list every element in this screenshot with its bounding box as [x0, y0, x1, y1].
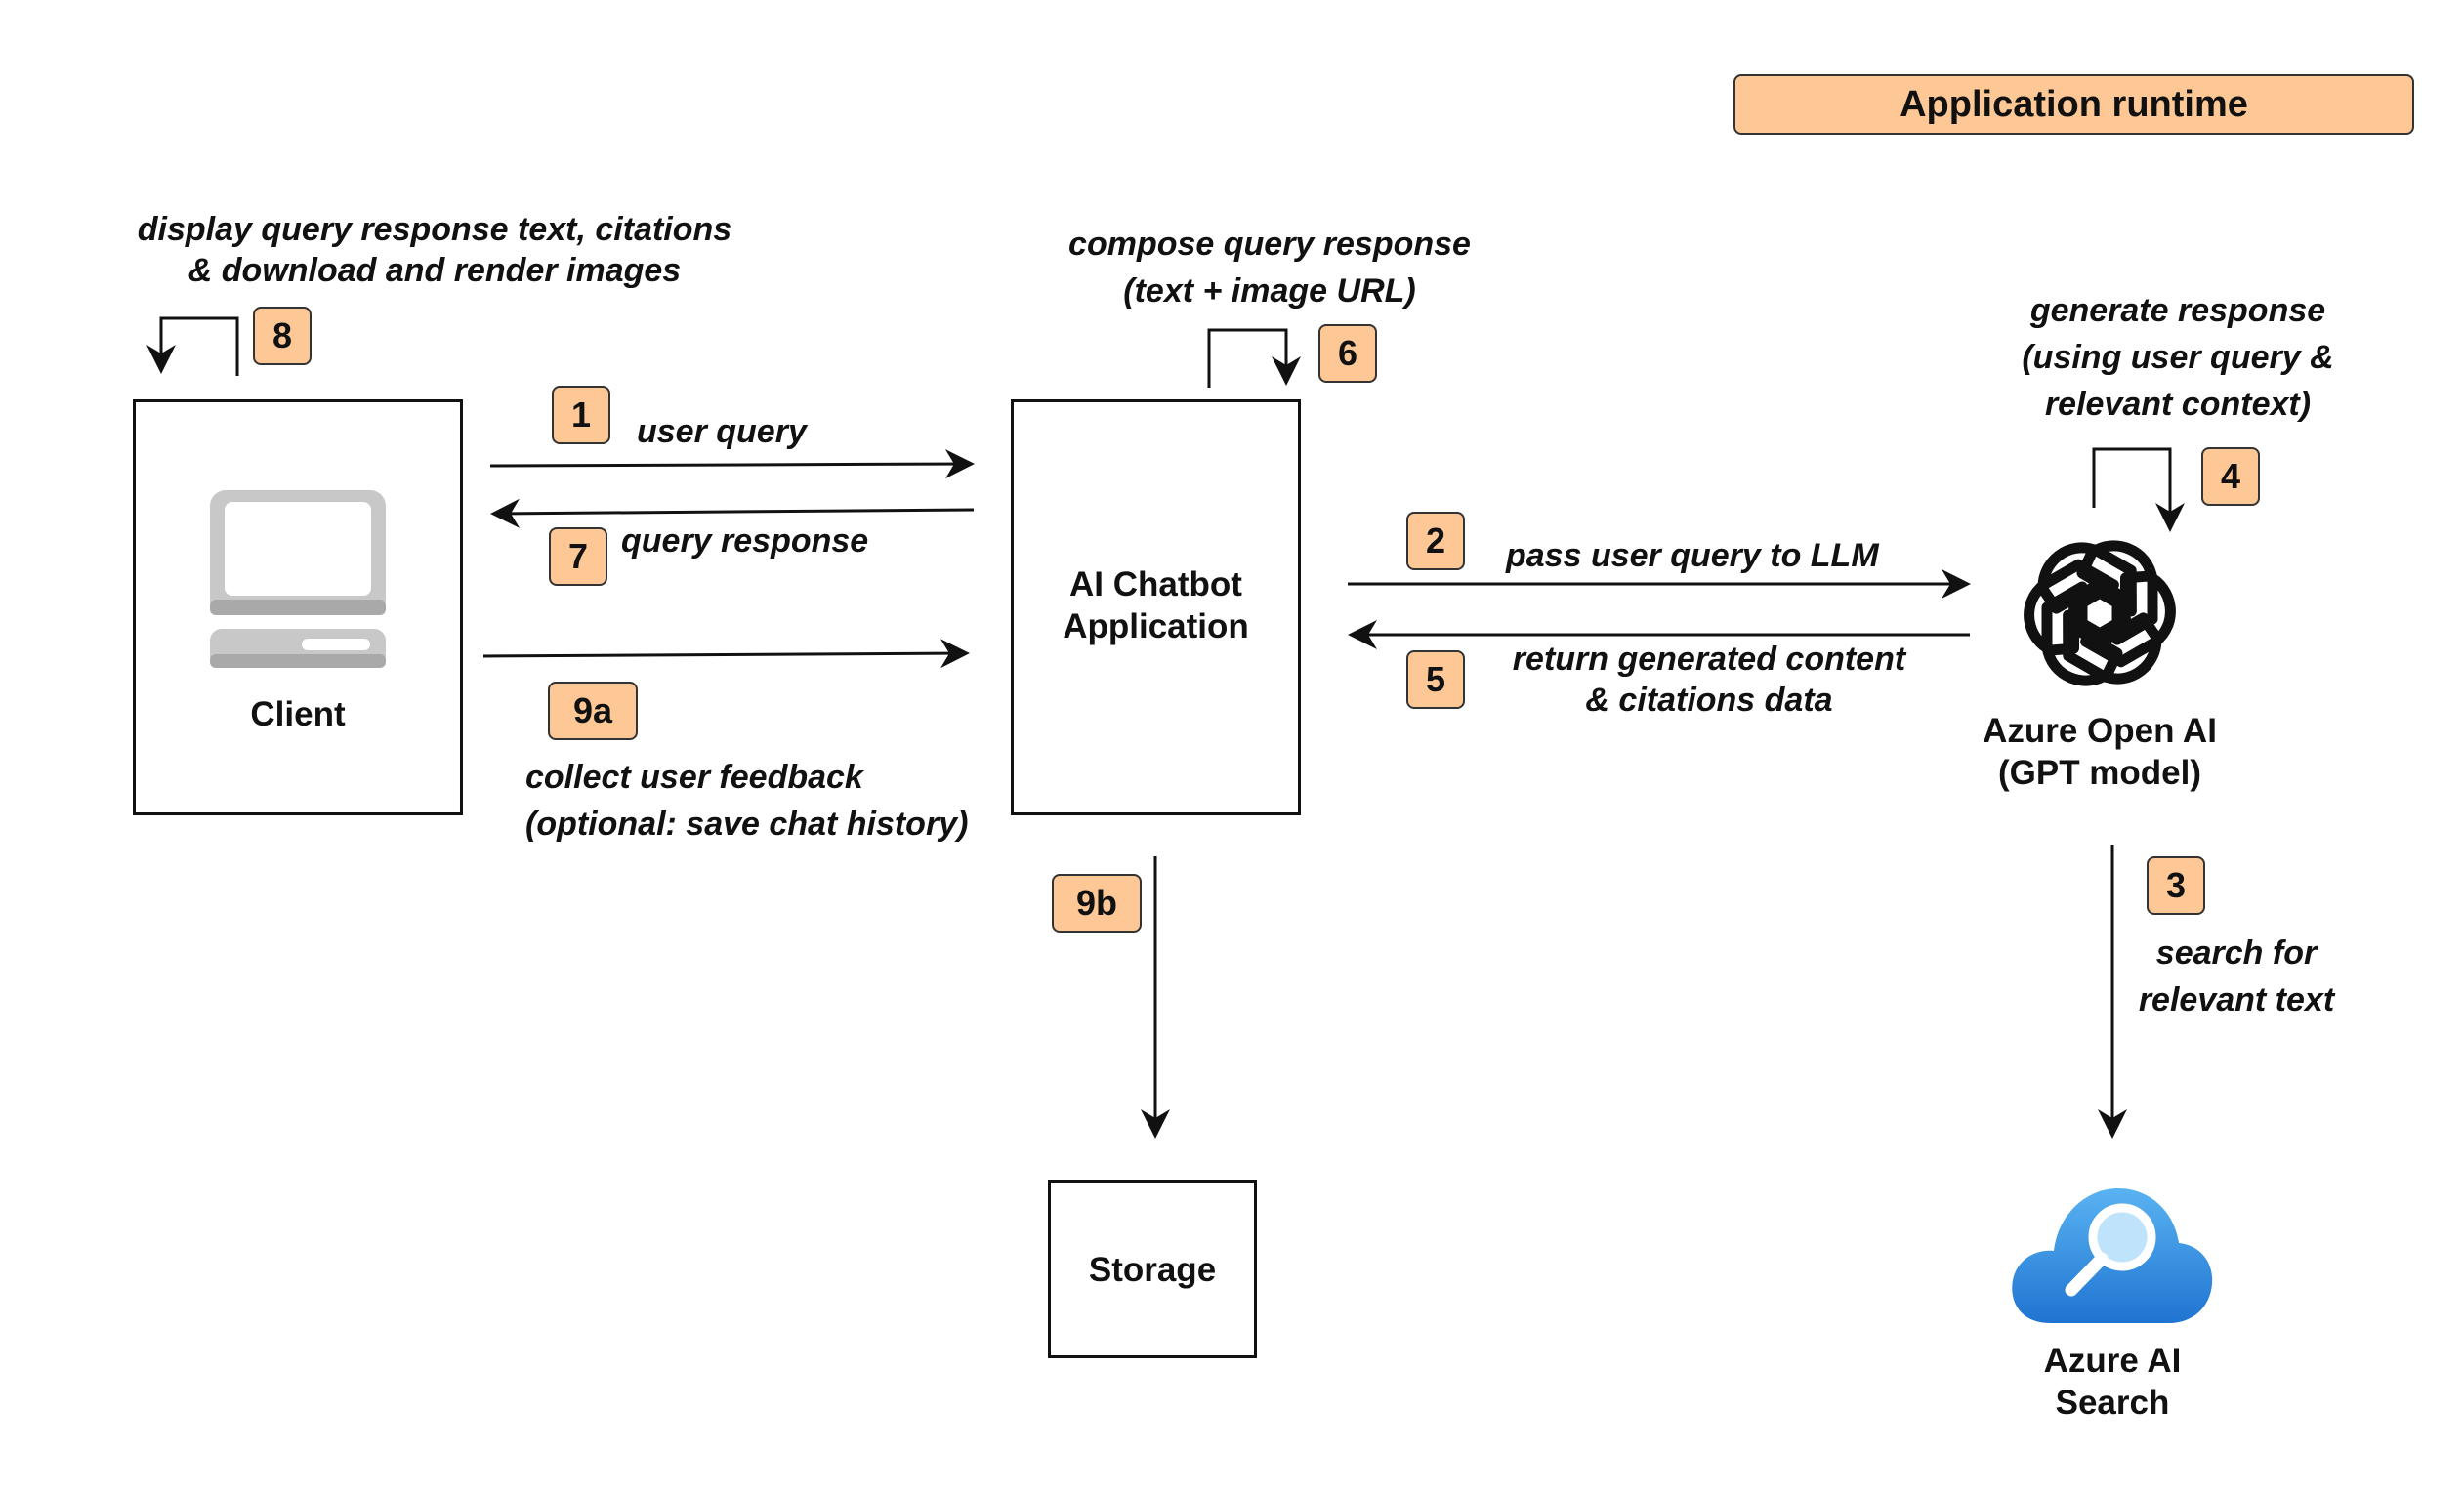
return-content-label: return generated content & citations dat…: [1465, 639, 1953, 721]
compose-response-label: compose query response (text + image URL…: [1016, 221, 1524, 314]
chatbot-label-line1: AI Chatbot: [1069, 565, 1242, 603]
chatbot-box: AI Chatbot Application: [1011, 399, 1301, 815]
user-feedback-line1: collect user feedback: [525, 759, 863, 796]
display-response-line2: & download and render images: [188, 252, 682, 289]
storage-box: Storage: [1048, 1180, 1257, 1358]
loop-client: [146, 316, 239, 376]
display-response-label: display query response text, citations &…: [98, 209, 772, 291]
step-8-badge: 8: [253, 307, 312, 365]
search-label-line1: Azure AI: [2043, 1342, 2182, 1380]
generate-response-line2: (using user query &: [2022, 339, 2334, 376]
search-text-line1: search for: [2155, 934, 2318, 972]
display-response-line1: display query response text, citations: [137, 211, 732, 248]
step-6-badge: 6: [1318, 324, 1377, 383]
chatbot-label-line2: Application: [1063, 607, 1249, 645]
computer-icon: [210, 490, 386, 668]
search-text-line2: relevant text: [2138, 981, 2335, 1018]
step-3-badge: 3: [2147, 856, 2205, 915]
user-feedback-label: collect user feedback (optional: save ch…: [525, 754, 968, 848]
storage-label: Storage: [1088, 1251, 1217, 1289]
arrow-user-query: [489, 449, 975, 479]
step-2-badge: 2: [1406, 512, 1465, 570]
step-7-badge: 7: [549, 527, 607, 586]
arrow-user-feedback: [482, 639, 970, 669]
compose-response-line1: compose query response: [1068, 226, 1471, 263]
search-text-label: search for relevant text: [2100, 930, 2373, 1023]
user-feedback-line2: (optional: save chat history): [525, 806, 969, 843]
compose-response-line2: (text + image URL): [1123, 272, 1416, 310]
generate-response-label: generate response (using user query & re…: [1983, 287, 2373, 428]
client-label: Client: [250, 695, 346, 733]
application-runtime-banner: Application runtime: [1733, 74, 2414, 135]
generate-response-line3: relevant context): [2044, 386, 2312, 423]
step-4-badge: 4: [2201, 447, 2260, 506]
chatbot-label: AI Chatbot Application: [1014, 563, 1298, 647]
loop-openai: [2092, 447, 2185, 532]
arrow-query-response: [490, 498, 975, 528]
search-label-line2: Search: [2055, 1384, 2170, 1422]
generate-response-line1: generate response: [2029, 292, 2326, 329]
step-9a-badge: 9a: [548, 682, 638, 740]
user-query-label: user query: [637, 413, 807, 450]
openai-logo-icon: [2017, 530, 2183, 696]
client-box: Client: [133, 399, 463, 815]
openai-label-line1: Azure Open AI: [1983, 712, 2217, 750]
search-label: Azure AI Search: [1966, 1340, 2259, 1424]
openai-label-line2: (GPT model): [1997, 754, 2202, 792]
query-response-label: query response: [621, 522, 869, 560]
step-1-badge: 1: [552, 386, 610, 444]
search-cloud-icon: [2012, 1188, 2213, 1323]
loop-chatbot: [1207, 328, 1301, 388]
pass-query-label: pass user query to LLM: [1506, 537, 1879, 574]
step-5-badge: 5: [1406, 650, 1465, 709]
return-content-line1: return generated content: [1512, 641, 1906, 678]
openai-label: Azure Open AI (GPT model): [1953, 710, 2246, 794]
return-content-line2: & citations data: [1585, 682, 1833, 719]
step-9b-badge: 9b: [1052, 874, 1142, 933]
